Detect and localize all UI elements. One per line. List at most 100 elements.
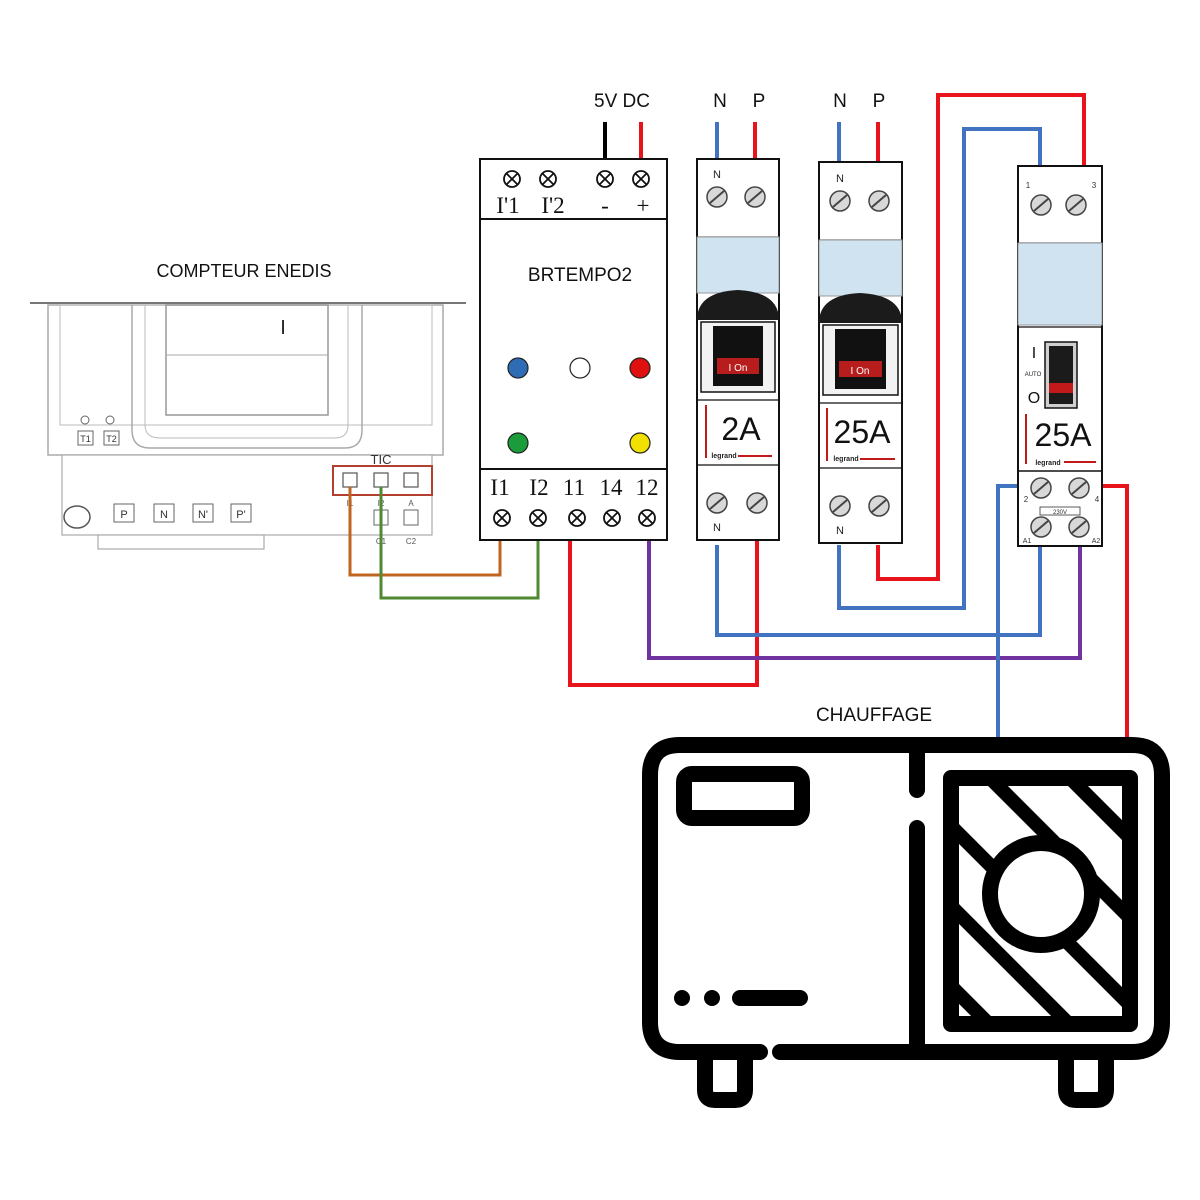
breaker-25a-brand: legrand	[833, 456, 858, 463]
terminal-14	[603, 509, 621, 527]
led-red	[629, 357, 651, 379]
wire-25a-phase-out	[876, 93, 1086, 581]
terminal-11-label: 11	[563, 475, 585, 500]
contactor-screw-a2	[1068, 516, 1090, 538]
supply-25a-p-label: P	[873, 91, 886, 112]
module-name: BRTEMPO2	[528, 265, 632, 286]
tic-label: TIC	[371, 452, 392, 467]
breaker-25a-screw-n-top	[829, 190, 851, 212]
contactor-25a: 1 3 I AUTO O 25A legrand 2 4 230V A1 A2	[1017, 165, 1103, 547]
meter-terminal-t2-label: T2	[106, 434, 117, 444]
enedis-meter: COMPTEUR ENEDIS I T1 T2 P N N' P' TIC	[30, 261, 466, 550]
breaker-2a-screw-p-bottom	[746, 492, 768, 514]
terminal-i1-label: I1	[490, 475, 509, 500]
led-white	[569, 357, 591, 379]
meter-title: COMPTEUR ENEDIS	[156, 261, 331, 281]
wire-tic-i1	[348, 487, 502, 577]
breaker-25a-rating: 25A	[834, 414, 892, 450]
terminal-i2	[529, 509, 547, 527]
contactor-screw-3	[1065, 194, 1087, 216]
meter-seal-hole	[63, 505, 91, 529]
wire-coil-neutral	[715, 545, 1042, 637]
breaker-25a-window	[818, 239, 903, 297]
breaker-2a-brand: legrand	[711, 453, 736, 460]
terminal-plus-label: +	[637, 193, 650, 218]
breaker-2a-window	[696, 236, 780, 294]
terminal-i-prime-2	[539, 170, 557, 188]
contactor-auto-mark: AUTO	[1025, 372, 1042, 378]
contactor-window	[1017, 242, 1103, 326]
meter-terminal-t1-label: T1	[80, 434, 91, 444]
terminal-minus-label: -	[601, 193, 609, 218]
terminal-12-label: 12	[636, 475, 659, 500]
meter-terminal-n-label: N	[160, 509, 168, 521]
breaker-2a-rating: 2A	[721, 411, 761, 447]
meter-terminal-p-prime-label: P'	[236, 509, 245, 521]
meter-display-mark: I	[280, 317, 286, 339]
meter-terminal-n-prime	[192, 503, 214, 523]
contactor-screw-a1	[1030, 516, 1052, 538]
led-yellow	[629, 432, 651, 454]
wire-heater-phase	[1102, 484, 1129, 738]
terminal-12	[638, 509, 656, 527]
contactor-terminal-4-label: 4	[1095, 495, 1100, 504]
breaker-2a-screw-n-top	[706, 186, 728, 208]
terminal-minus	[596, 170, 614, 188]
breaker-2a-bottom-n: N	[713, 522, 721, 534]
supply-2a-n-label: N	[713, 91, 727, 112]
terminal-plus	[632, 170, 650, 188]
contactor-screw-4	[1068, 477, 1090, 499]
wires	[348, 93, 1129, 738]
heater-indicator-dot-1	[674, 990, 690, 1006]
breaker-25a-lever	[835, 329, 886, 389]
breaker-25a: N I On 25A legrand N	[818, 161, 903, 544]
meter-terminal-n-prime-label: N'	[198, 509, 208, 521]
meter-terminal-t1	[77, 430, 94, 446]
contactor-rating: 25A	[1035, 417, 1093, 453]
contactor-screw-1	[1030, 194, 1052, 216]
terminal-i-prime-1	[503, 170, 521, 188]
breaker-25a-top-n: N	[836, 173, 844, 185]
contactor-brand: legrand	[1035, 460, 1060, 467]
tic-terminal-a	[403, 472, 419, 488]
meter-terminal-n	[153, 503, 175, 523]
contactor-on-mark: I	[1032, 345, 1036, 362]
tic-terminal-i2	[373, 472, 389, 488]
contactor-terminal-a1-label: A1	[1023, 538, 1032, 545]
terminal-i1	[493, 509, 511, 527]
meter-terminal-p-prime	[230, 503, 252, 523]
terminal-11	[568, 509, 586, 527]
supply-2a-p-label: P	[753, 91, 766, 112]
meter-terminal-c2-label: C2	[406, 537, 417, 546]
tic-terminal-a-label: A	[408, 499, 414, 508]
led-green	[507, 432, 529, 454]
wire-25a-neutral-out	[837, 127, 1042, 610]
contactor-coil-label: 230V	[1053, 510, 1067, 516]
meter-terminal-t2	[103, 430, 120, 446]
contactor-terminal-1-label: 1	[1026, 181, 1031, 190]
breaker-25a-screw-p-top	[868, 190, 890, 212]
tic-terminal-i1	[342, 472, 358, 488]
wire-relay-control	[647, 540, 1082, 660]
breaker-2a-top-n: N	[713, 169, 721, 181]
breaker-2a-switch-text: I On	[729, 363, 748, 374]
breaker-2a-lever	[713, 326, 763, 386]
heater-indicator-dot-2	[704, 990, 720, 1006]
breaker-2a-screw-p-top	[744, 186, 766, 208]
heat-pump-outdoor-unit-icon	[642, 737, 1170, 1108]
contactor-terminal-2-label: 2	[1024, 495, 1029, 504]
breaker-2a-screw-n-bottom	[706, 492, 728, 514]
terminal-i2-label: I2	[529, 475, 548, 500]
contactor-off-mark: O	[1028, 390, 1040, 407]
wire-relay-common-phase	[568, 540, 759, 687]
wire-tic-i2	[379, 487, 540, 600]
brtempo2-module: I'1 I'2 - + BRTEMPO2 I1 I2 11 14 12	[479, 158, 668, 541]
supply-25a-n-label: N	[833, 91, 847, 112]
terminal-i-prime-2-label: I'2	[541, 193, 564, 218]
wire-heater-neutral	[996, 484, 1018, 738]
led-blue	[507, 357, 529, 379]
breaker-2a: N I On 2A legrand N	[696, 158, 780, 541]
meter-terminal-p-label: P	[120, 509, 127, 521]
terminal-14-label: 14	[600, 475, 624, 500]
